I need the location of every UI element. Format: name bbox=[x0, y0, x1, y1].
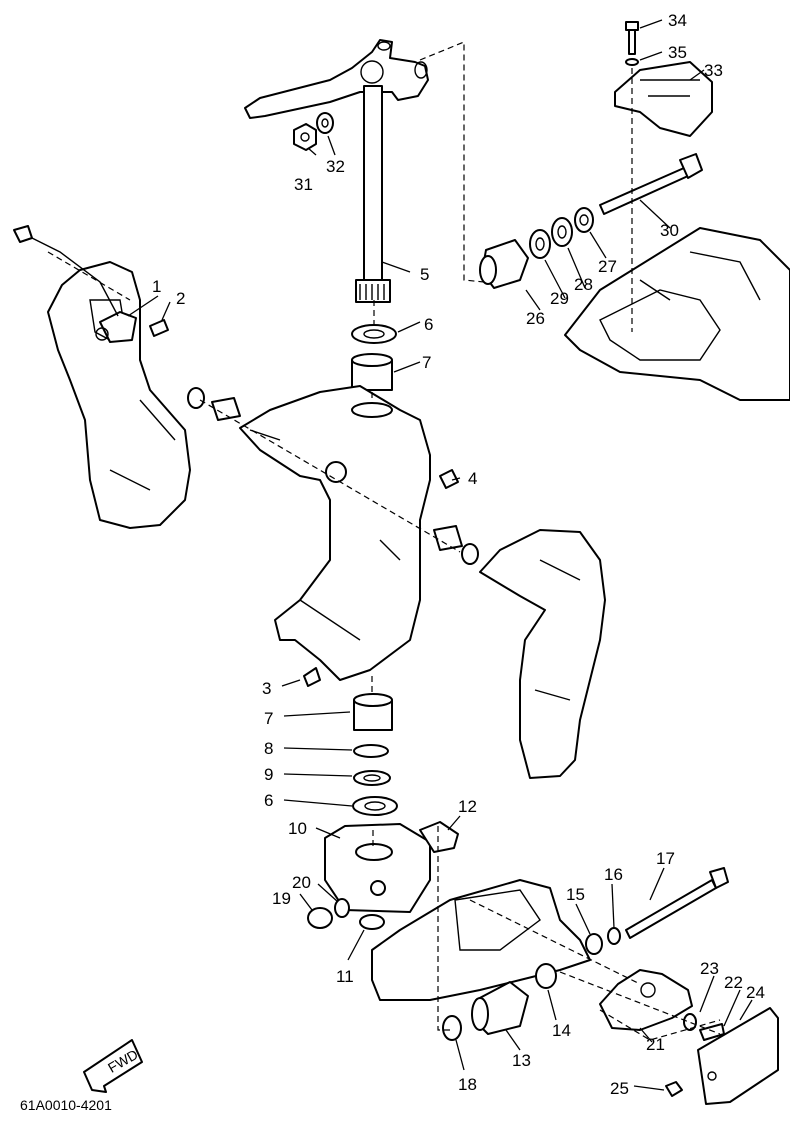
callout-2: 2 bbox=[176, 289, 185, 308]
assembly-lines bbox=[47, 41, 721, 1041]
washer-35 bbox=[625, 58, 639, 66]
washer-15 bbox=[585, 933, 603, 955]
callout-11: 11 bbox=[336, 967, 354, 986]
washer-29 bbox=[529, 229, 551, 259]
callout-13: 13 bbox=[512, 1051, 531, 1070]
grease-nipple-4 bbox=[439, 469, 459, 489]
callout-23: 23 bbox=[700, 959, 719, 978]
tilt-bushing-right bbox=[433, 525, 479, 565]
steering-arm bbox=[244, 39, 429, 119]
callout-5: 5 bbox=[420, 265, 429, 284]
callout-22: 22 bbox=[724, 973, 743, 992]
washer-23 bbox=[683, 1013, 697, 1031]
o-ring-8 bbox=[353, 744, 389, 758]
callout-6-upper: 6 bbox=[424, 315, 433, 334]
callout-9: 9 bbox=[264, 765, 273, 784]
callout-6-lower: 6 bbox=[264, 791, 273, 810]
seal-9 bbox=[353, 770, 391, 786]
callout-15: 15 bbox=[566, 885, 585, 904]
callout-34: 34 bbox=[668, 11, 687, 30]
washer-20 bbox=[334, 898, 350, 918]
clamp-bracket-right bbox=[479, 529, 606, 779]
callout-35: 35 bbox=[668, 43, 687, 62]
washer-32 bbox=[316, 112, 334, 134]
callout-33: 33 bbox=[704, 61, 723, 80]
callout-25: 25 bbox=[610, 1079, 629, 1098]
callout-19: 19 bbox=[272, 889, 291, 908]
tilt-bushing-left bbox=[187, 387, 241, 421]
mount-housing-10 bbox=[324, 823, 431, 913]
callout-10: 10 bbox=[288, 819, 307, 838]
mount-13 bbox=[471, 981, 529, 1035]
sender-cable bbox=[13, 225, 119, 317]
washer-27 bbox=[574, 207, 594, 233]
callout-24: 24 bbox=[746, 983, 765, 1002]
callout-4: 4 bbox=[468, 469, 477, 488]
screw-2 bbox=[149, 319, 169, 337]
callout-labels: 1 2 3 4 5 6 7 7 8 9 6 10 11 12 13 14 15 … bbox=[152, 11, 765, 1098]
washer-6-upper bbox=[351, 324, 397, 344]
callout-20: 20 bbox=[292, 873, 311, 892]
callout-26: 26 bbox=[526, 309, 545, 328]
washer-6-lower bbox=[352, 796, 398, 816]
callout-28: 28 bbox=[574, 275, 593, 294]
drawing-code: 61A0010-4201 bbox=[20, 1097, 112, 1113]
callout-21: 21 bbox=[646, 1035, 665, 1054]
callout-7-upper: 7 bbox=[422, 353, 431, 372]
screw-25 bbox=[665, 1081, 683, 1097]
bolt-34 bbox=[625, 21, 639, 55]
nut-31 bbox=[293, 123, 317, 151]
swivel-bracket bbox=[239, 385, 431, 681]
cover-24 bbox=[697, 1007, 779, 1105]
clamp-bracket-left bbox=[47, 261, 191, 529]
callout-12: 12 bbox=[458, 797, 477, 816]
engine-base bbox=[564, 227, 790, 401]
clip-11 bbox=[359, 914, 385, 930]
callout-27: 27 bbox=[598, 257, 617, 276]
callout-32: 32 bbox=[326, 157, 345, 176]
callout-1: 1 bbox=[152, 277, 161, 296]
bolt-17 bbox=[625, 867, 729, 939]
washer-28 bbox=[551, 217, 573, 247]
bottom-cowling bbox=[371, 879, 591, 1001]
callout-16: 16 bbox=[604, 865, 623, 884]
washer-14 bbox=[535, 963, 557, 989]
cap-19 bbox=[307, 907, 333, 929]
callout-18: 18 bbox=[458, 1075, 477, 1094]
bushing-7-lower bbox=[353, 693, 393, 731]
mount-26 bbox=[479, 239, 529, 289]
callout-14: 14 bbox=[552, 1021, 571, 1040]
forward-direction-arrow: FWD bbox=[83, 1039, 143, 1093]
callout-7-lower: 7 bbox=[264, 709, 273, 728]
screw-3 bbox=[303, 667, 321, 687]
washer-18 bbox=[442, 1015, 462, 1041]
leader-lines bbox=[127, 19, 753, 1091]
bracket-21 bbox=[599, 969, 693, 1031]
callout-3: 3 bbox=[262, 679, 271, 698]
cover-33 bbox=[614, 61, 713, 137]
steering-shaft bbox=[355, 85, 391, 303]
bushing-7-upper bbox=[351, 353, 393, 391]
callout-30: 30 bbox=[660, 221, 679, 240]
callout-17: 17 bbox=[656, 849, 675, 868]
callout-29: 29 bbox=[550, 289, 569, 308]
callout-8: 8 bbox=[264, 739, 273, 758]
washer-16 bbox=[607, 927, 621, 945]
callout-31: 31 bbox=[294, 175, 313, 194]
bolt-30 bbox=[599, 153, 703, 215]
